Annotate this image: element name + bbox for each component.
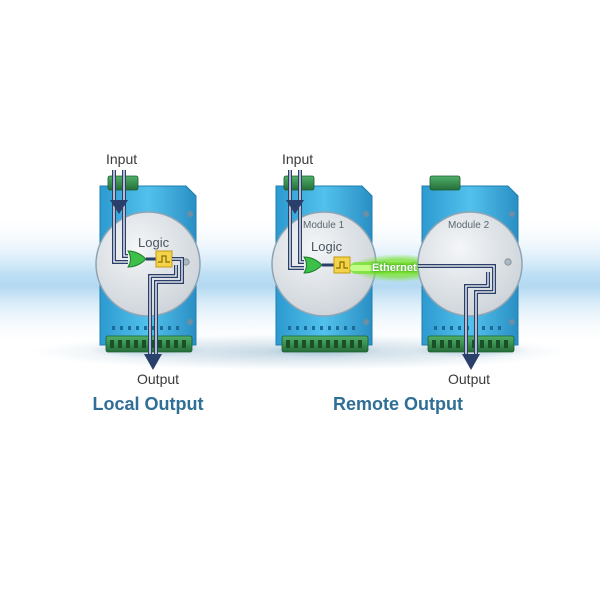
module-2-label: Module 2 (448, 220, 490, 231)
remote-module-1 (264, 170, 384, 358)
remote-output-label: Output (448, 371, 491, 387)
local-output-label: Output (137, 371, 180, 387)
module-1-label: Module 1 (303, 220, 345, 231)
remote-logic-label: Logic (311, 239, 343, 254)
local-output-arrow (144, 354, 162, 370)
remote-input-label: Input (282, 151, 314, 167)
ethernet-label: Ethernet (372, 262, 417, 274)
local-input-label: Input (106, 151, 138, 167)
remote-output-arrow (462, 354, 480, 370)
remote-input-arrow (286, 200, 304, 214)
local-module (88, 170, 208, 370)
local-logic-gate (127, 250, 147, 268)
remote-module-2 (410, 175, 530, 370)
local-input-arrow (110, 200, 128, 214)
remote-logic-gate (303, 256, 323, 274)
local-logic-label: Logic (138, 235, 170, 250)
remote-timer-block (333, 256, 351, 274)
local-output-caption: Local Output (92, 394, 204, 414)
local-timer-block (155, 250, 173, 268)
remote-output-caption: Remote Output (333, 394, 463, 414)
